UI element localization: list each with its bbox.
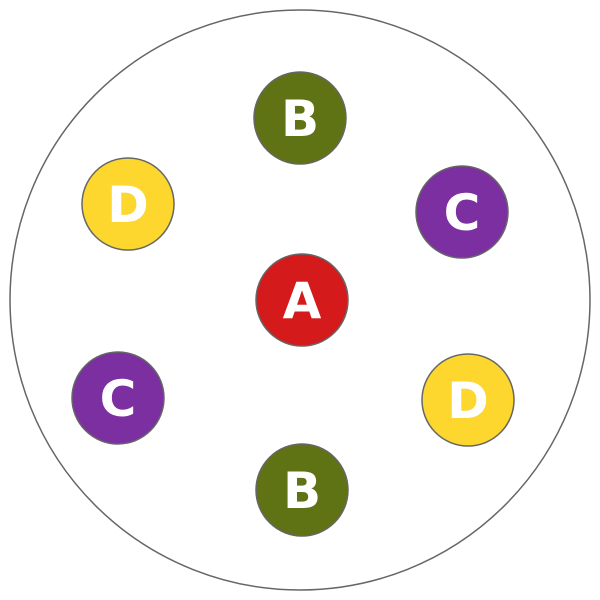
node-label: D	[107, 176, 149, 234]
node-circle	[415, 165, 509, 259]
node-a: A	[255, 253, 349, 347]
node-label: B	[283, 462, 321, 520]
node-b: B	[255, 443, 349, 537]
node-circle	[253, 71, 347, 165]
node-circle	[421, 353, 515, 447]
node-circle	[255, 253, 349, 347]
node-circle	[255, 443, 349, 537]
node-circle	[81, 157, 175, 251]
node-c: C	[415, 165, 509, 259]
node-circle	[71, 351, 165, 445]
node-label: A	[283, 272, 322, 330]
node-label: B	[281, 90, 319, 148]
node-b: B	[253, 71, 347, 165]
node-d: D	[421, 353, 515, 447]
node-label: C	[100, 370, 137, 428]
node-d: D	[81, 157, 175, 251]
node-label: C	[444, 184, 481, 242]
node-c: C	[71, 351, 165, 445]
node-label: D	[447, 372, 489, 430]
